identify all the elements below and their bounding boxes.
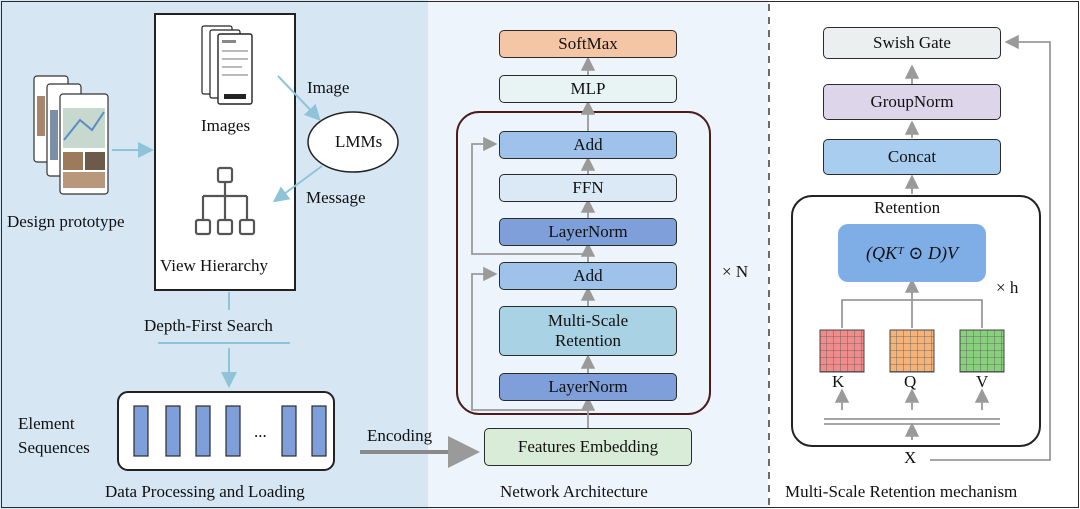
layernorm-bottom-box: LayerNorm: [499, 373, 677, 401]
layernorm-top-box: LayerNorm: [499, 218, 677, 246]
concat-box: Concat: [823, 139, 1001, 175]
view-hierarchy-label: View Hierarchy: [160, 256, 269, 275]
q-matrix-icon: [889, 329, 935, 373]
add-bottom-box: Add: [499, 262, 677, 290]
element-label: Element: [18, 414, 75, 433]
msr-line1: Multi-Scale: [547, 311, 629, 331]
times-h-label: × h: [996, 278, 1019, 297]
msr-caption: Multi-Scale Retention mechanism: [785, 482, 1018, 501]
retention-label: Retention: [874, 198, 941, 217]
x-label: X: [904, 448, 917, 467]
ffn-box: FFN: [499, 174, 677, 202]
prototype-card: [154, 13, 296, 291]
encoding-label: Encoding: [367, 426, 433, 445]
swish-gate-box: Swish Gate: [823, 27, 1001, 59]
sequences-label: Sequences: [18, 438, 90, 457]
ellipsis-label: ...: [254, 422, 267, 441]
sequence-bars: [133, 405, 327, 457]
v-matrix-icon: [959, 329, 1005, 373]
groupnorm-box: GroupNorm: [823, 84, 1001, 120]
add-top-box: Add: [499, 131, 677, 159]
images-icon: [201, 25, 253, 105]
k-matrix-icon: [819, 329, 865, 373]
lmms-ellipse: [307, 111, 399, 173]
network-caption: Network Architecture: [500, 482, 648, 501]
times-n-label: × N: [722, 262, 749, 281]
mlp-box: MLP: [499, 75, 677, 103]
msr-line2: Retention: [554, 331, 622, 350]
features-embedding-box: Features Embedding: [484, 428, 692, 466]
images-label: Images: [201, 116, 251, 135]
dfs-label: Depth-First Search: [144, 316, 273, 335]
design-prototype-label: Design prototype: [7, 212, 125, 231]
lmms-label: LMMs: [335, 132, 383, 151]
view-hierarchy-icon: [194, 166, 256, 236]
image-arrow-label: Image: [307, 78, 350, 97]
k-label: K: [832, 372, 845, 391]
softmax-box: SoftMax: [499, 30, 677, 58]
msr-box: Multi-Scale Retention: [499, 306, 677, 356]
data-processing-caption: Data Processing and Loading: [105, 482, 305, 501]
message-arrow-label: Message: [306, 188, 366, 207]
retention-formula-box: (QKᵀ ⊙ D)V: [838, 224, 986, 282]
v-label: V: [976, 372, 989, 391]
q-label: Q: [904, 372, 917, 391]
phone-mockups-icon: [33, 75, 109, 195]
